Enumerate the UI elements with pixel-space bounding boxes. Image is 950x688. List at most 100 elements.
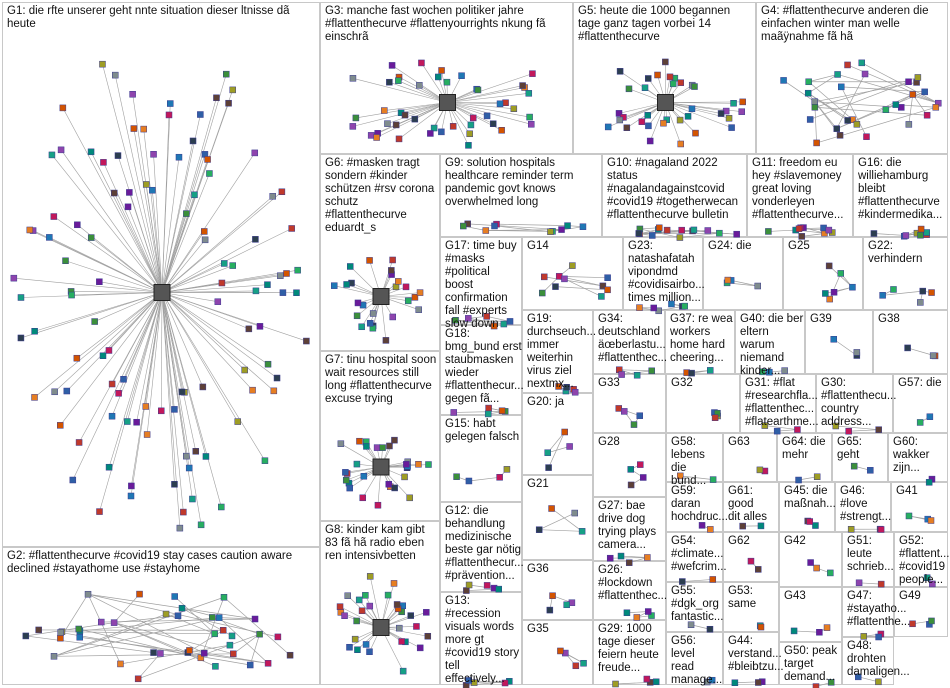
node[interactable] <box>646 679 654 686</box>
node[interactable] <box>411 115 419 123</box>
node[interactable] <box>795 476 802 484</box>
node[interactable] <box>399 667 407 675</box>
node[interactable] <box>663 226 671 234</box>
node[interactable] <box>212 663 219 670</box>
node[interactable] <box>270 387 278 395</box>
node[interactable] <box>283 270 290 277</box>
node[interactable] <box>363 443 370 450</box>
node[interactable] <box>648 612 655 619</box>
node[interactable] <box>406 494 413 502</box>
node[interactable] <box>615 405 623 412</box>
node[interactable] <box>391 484 398 492</box>
hub-node[interactable] <box>657 94 674 111</box>
node[interactable] <box>50 213 58 220</box>
node[interactable] <box>362 592 369 599</box>
node[interactable] <box>535 526 543 533</box>
node[interactable] <box>342 469 349 476</box>
node[interactable] <box>219 627 227 634</box>
node[interactable] <box>643 675 651 683</box>
node[interactable] <box>806 116 814 123</box>
node[interactable] <box>201 236 209 244</box>
node[interactable] <box>709 576 717 583</box>
node[interactable] <box>909 91 917 98</box>
node[interactable] <box>112 71 119 79</box>
node[interactable] <box>269 193 276 200</box>
node[interactable] <box>390 580 398 587</box>
node[interactable] <box>832 422 840 430</box>
node[interactable] <box>215 614 223 621</box>
node[interactable] <box>677 79 684 86</box>
node[interactable] <box>229 262 236 269</box>
node[interactable] <box>704 227 712 234</box>
node[interactable] <box>877 580 885 588</box>
node[interactable] <box>373 134 380 141</box>
node[interactable] <box>465 581 473 589</box>
node[interactable] <box>830 289 838 296</box>
node[interactable] <box>331 282 338 289</box>
node[interactable] <box>189 137 197 145</box>
node[interactable] <box>57 629 64 636</box>
node[interactable] <box>646 137 654 145</box>
node[interactable] <box>731 679 739 686</box>
node[interactable] <box>278 188 286 196</box>
node[interactable] <box>157 650 164 657</box>
node[interactable] <box>816 629 823 636</box>
node[interactable] <box>827 679 835 686</box>
node[interactable] <box>130 125 138 132</box>
node[interactable] <box>425 461 432 468</box>
node[interactable] <box>756 466 764 474</box>
node[interactable] <box>392 283 400 291</box>
node[interactable] <box>396 624 403 632</box>
node[interactable] <box>388 267 395 274</box>
node[interactable] <box>186 647 193 654</box>
node[interactable] <box>863 133 870 140</box>
node[interactable] <box>234 418 241 425</box>
node[interactable] <box>51 388 58 396</box>
node[interactable] <box>176 524 184 532</box>
node[interactable] <box>850 462 858 470</box>
node[interactable] <box>823 624 831 631</box>
hub-node[interactable] <box>372 458 390 476</box>
node[interactable] <box>855 579 863 587</box>
node[interactable] <box>416 644 424 652</box>
node[interactable] <box>413 623 420 630</box>
node[interactable] <box>401 473 408 481</box>
node[interactable] <box>452 317 459 324</box>
node[interactable] <box>343 281 350 288</box>
node[interactable] <box>183 210 190 217</box>
node[interactable] <box>725 115 733 122</box>
node[interactable] <box>495 585 502 593</box>
node[interactable] <box>136 590 143 598</box>
node[interactable] <box>423 609 430 616</box>
node[interactable] <box>691 83 698 90</box>
node[interactable] <box>402 283 410 291</box>
node[interactable] <box>623 124 631 131</box>
node[interactable] <box>569 262 576 269</box>
node[interactable] <box>264 281 271 288</box>
node[interactable] <box>178 388 186 396</box>
node[interactable] <box>636 304 643 311</box>
node[interactable] <box>191 191 198 199</box>
node[interactable] <box>142 403 150 410</box>
node[interactable] <box>627 466 634 473</box>
node[interactable] <box>606 554 614 562</box>
node[interactable] <box>563 384 570 391</box>
node[interactable] <box>807 559 814 566</box>
node[interactable] <box>389 256 396 264</box>
node[interactable] <box>74 221 81 229</box>
node[interactable] <box>352 114 360 122</box>
node[interactable] <box>566 443 573 450</box>
node[interactable] <box>48 151 56 159</box>
node[interactable] <box>676 234 684 241</box>
node[interactable] <box>17 334 25 342</box>
node[interactable] <box>644 608 652 615</box>
node[interactable] <box>558 226 565 233</box>
node[interactable] <box>641 84 649 91</box>
node[interactable] <box>678 226 685 234</box>
node[interactable] <box>386 442 393 450</box>
node[interactable] <box>773 427 781 435</box>
node[interactable] <box>916 419 924 426</box>
node[interactable] <box>466 130 473 138</box>
node[interactable] <box>837 270 845 277</box>
node[interactable] <box>650 304 658 312</box>
